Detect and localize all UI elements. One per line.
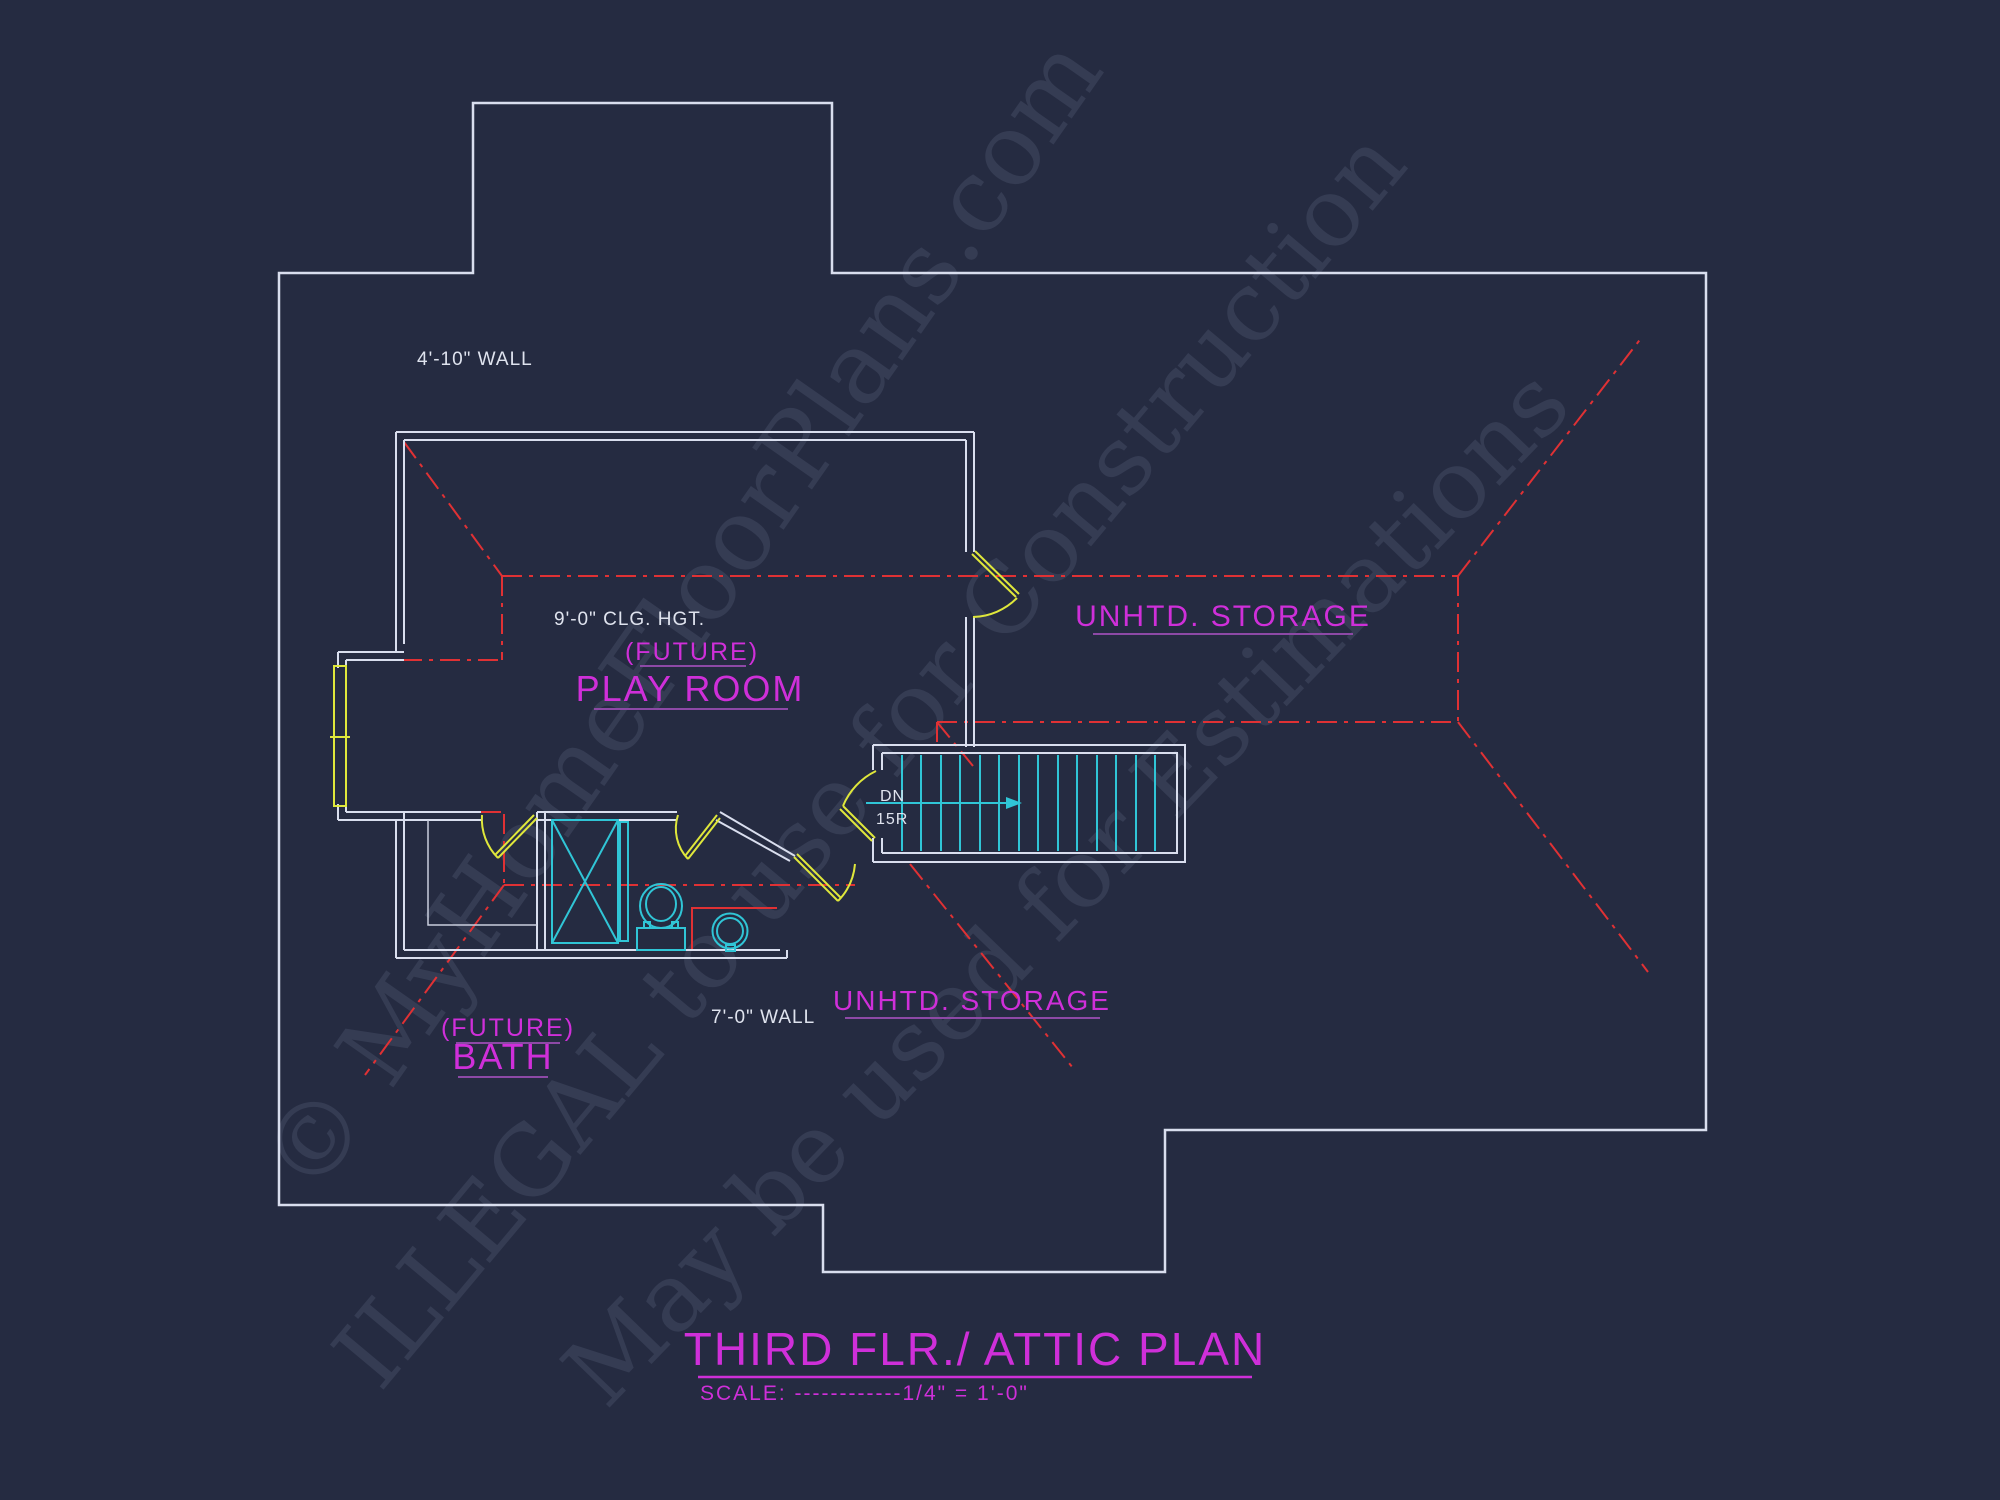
title-block: THIRD FLR./ ATTIC PLAN SCALE: ----------… (684, 1323, 1266, 1405)
interior-walls (337, 431, 1186, 959)
wall-break-vertical (481, 811, 507, 885)
watermark: © MyHomeFloorPlans.com ILLEGAL to use fo… (238, 17, 1590, 1427)
playroom-label: PLAY ROOM (576, 668, 805, 709)
building-outline (277, 101, 1708, 1274)
stair-risers-label: 15R (876, 811, 908, 828)
closet-inner-line (427, 820, 537, 926)
door-storage-bottom-icon (793, 853, 856, 902)
roof-hip-left-icon (403, 441, 503, 577)
shower-icon (551, 819, 629, 944)
door-playroom-storage-icon (971, 550, 1020, 618)
stairs-icon (866, 755, 1156, 851)
door-bath-icon (674, 814, 721, 860)
sink-counter-line (691, 907, 777, 950)
roof-hip-lower-right (1457, 721, 1649, 973)
bath-future-label: (FUTURE) (441, 1014, 575, 1042)
bath-fixtures (551, 819, 749, 952)
playroom-right-wall (965, 432, 975, 747)
wall-note-top: 4'-10" WALL (417, 349, 533, 370)
toilet-icon (636, 883, 686, 951)
roof-valley-below-stairs (909, 863, 1074, 1069)
roof-lines (364, 336, 1649, 1076)
ceiling-height-note: 9'-0" CLG. HGT. (554, 609, 705, 630)
annotations: 4'-10" WALL 9'-0" CLG. HGT. (FUTURE) PLA… (417, 349, 1371, 1078)
window-recess-walls (337, 651, 404, 821)
window-icon (330, 665, 350, 807)
roof-hip-upper-right (1457, 336, 1643, 577)
closet-shower-divider-wall (536, 812, 546, 950)
roof-hip-lower-left (364, 884, 505, 1076)
bath-closet-top-wall (404, 811, 677, 821)
doors (480, 550, 1020, 902)
stair-enclosure-inner-wall (881, 752, 1178, 854)
lower-left-wall (395, 812, 405, 958)
stair-enclosure-outer-wall (872, 744, 1186, 863)
playroom-future-label: (FUTURE) (625, 638, 759, 666)
stair-dn-label: DN (880, 788, 905, 805)
door-closet-icon (480, 814, 538, 859)
storage-right-label: UNHTD. STORAGE (1075, 600, 1371, 633)
wall-note-bottom: 7'-0" WALL (711, 1007, 815, 1028)
bath-bottom-wall (396, 949, 788, 959)
door-stairs-icon (839, 770, 877, 842)
drawing-scale: SCALE: ------------1/4" = 1'-0" (700, 1382, 1029, 1405)
sink-icon (711, 912, 749, 952)
playroom-top-wall (396, 431, 974, 441)
bath-angled-wall (715, 811, 796, 862)
bath-label: BATH (452, 1036, 553, 1077)
stair-direction-arrow-icon (1006, 797, 1022, 809)
playroom-left-wall (395, 432, 405, 652)
drawing-title: THIRD FLR./ ATTIC PLAN (684, 1323, 1266, 1375)
storage-bottom-label: UNHTD. STORAGE (833, 985, 1111, 1016)
